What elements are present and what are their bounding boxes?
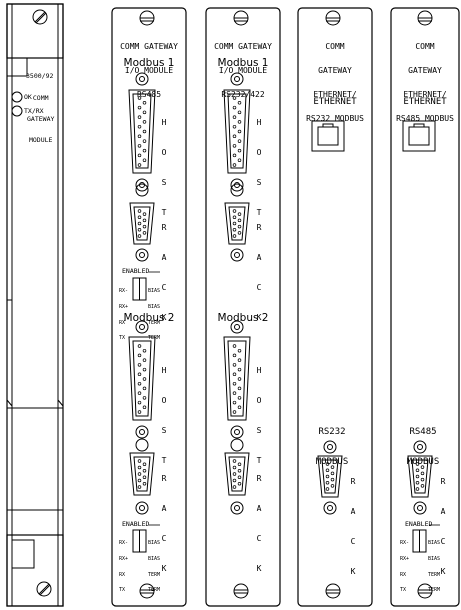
rs485-switch-left-labels: RX- RX+ RX TX — [119, 288, 129, 342]
card-main-module — [6, 3, 64, 607]
eth485-rack-label: R A C K — [440, 477, 446, 576]
rs232-host2-label: H O S T — [256, 366, 262, 465]
rs485-switch-right-labels: BIAS BIAS TERM TERM — [148, 288, 161, 342]
rs232-card-header: COMM GATEWAY I/O MODULE RS232/422 — [214, 42, 272, 99]
main-module-title: COMM GATEWAY MODULE — [27, 94, 55, 144]
rs232-modbus1-label: Modbus 1 — [217, 57, 269, 69]
rs485-switch-left-labels-bottom: RX- RX+ RX TX — [119, 540, 129, 594]
eth485-enabled-label: ENABLED — [405, 520, 433, 528]
rs485-rack2-label: R A C K — [161, 474, 167, 573]
main-model-number: 3500/92 — [26, 72, 54, 80]
eth485-ethernet-label: ETHERNET — [403, 97, 447, 107]
ethernet-port — [402, 120, 436, 152]
rs232-rack1-label: R A C K — [256, 223, 262, 322]
ok-led — [11, 91, 23, 103]
eth232-serial-label: RS232 MODBUS — [315, 427, 349, 467]
txrx-led — [11, 105, 23, 117]
card-ethernet-rs485 — [390, 7, 460, 607]
ok-led-label: OK — [24, 93, 32, 101]
rs485-host1-label: H O S T — [161, 118, 167, 217]
eth485-card-header: COMM GATEWAY ETHERNET/ RS485 MODBUS — [396, 42, 454, 123]
rs232-modbus2-label: Modbus 2 — [217, 312, 269, 324]
eth485-serial-label: RS485 MODBUS — [406, 427, 440, 467]
eth232-rack-label: R A C K — [350, 477, 356, 576]
rs485-card-header: COMM GATEWAY I/O MODULE RS485 — [120, 42, 178, 99]
eth485-switch-right-labels: BIAS BIAS TERM TERM — [428, 540, 441, 594]
rs232-rack2-label: R A C K — [256, 474, 262, 573]
rs485-switch-right-labels-bottom: BIAS BIAS TERM TERM — [148, 540, 161, 594]
eth232-ethernet-label: ETHERNET — [313, 97, 357, 107]
rs485-host2-label: H O S T — [161, 366, 167, 465]
eth485-switch-left-labels: RX- RX+ RX TX — [400, 540, 410, 594]
eth232-card-header: COMM GATEWAY ETHERNET/ RS232 MODBUS — [306, 42, 364, 123]
rs485-enabled-label: ENABLED — [122, 267, 150, 275]
card-ethernet-rs232 — [297, 7, 373, 607]
rs485-modbus1-label: Modbus 1 — [123, 57, 175, 69]
rs485-enabled-label-bottom: ENABLED — [122, 520, 150, 528]
rs485-rack1-label: R A C K — [161, 223, 167, 322]
card-rs232-422-io — [205, 7, 281, 607]
card-rs485-io — [111, 7, 187, 607]
txrx-led-label: TX/RX — [24, 107, 44, 115]
ethernet-port — [311, 120, 345, 152]
rs485-modbus2-label: Modbus 2 — [123, 312, 175, 324]
rs232-host1-label: H O S T — [256, 118, 262, 217]
